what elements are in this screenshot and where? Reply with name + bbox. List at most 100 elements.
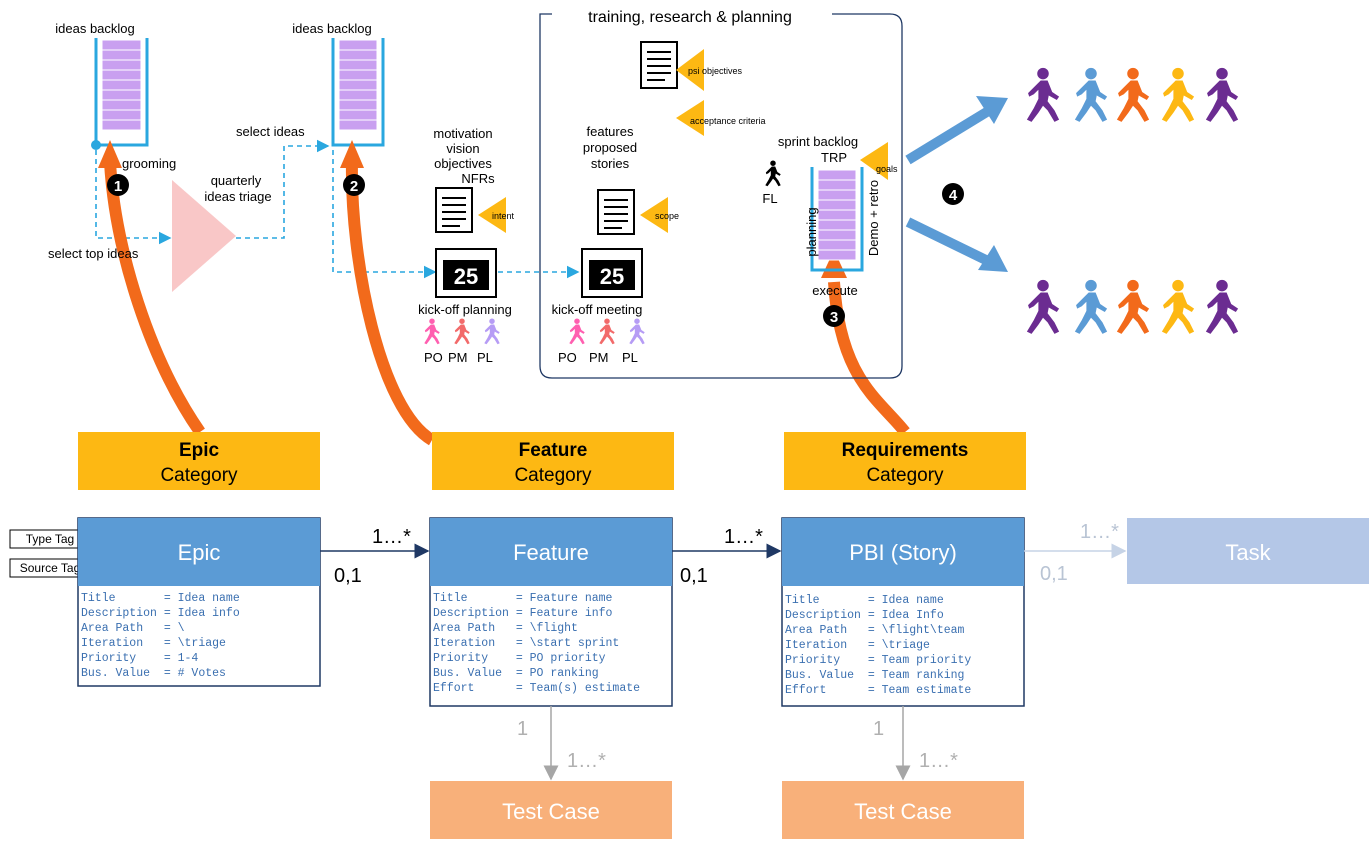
epic-category-sub: Category [160, 465, 238, 486]
feature-pbi-many: 1…* [724, 526, 763, 548]
feature-field: Description = Feature info [433, 607, 613, 620]
calendar-icon: 25 [581, 248, 643, 298]
feature-field: Priority = PO priority [433, 652, 606, 665]
pbi-field: Title = Idea name [785, 594, 944, 607]
po-label-1: PO [424, 350, 443, 365]
goals-flag [860, 142, 888, 180]
backlog-1-label: ideas backlog [55, 21, 135, 36]
pl-label-2: PL [622, 350, 638, 365]
step-markers: 1 2 3 4 [107, 174, 964, 327]
quarterly-label: quarterly [211, 173, 262, 188]
pbi-field: Iteration = \triage [785, 639, 930, 652]
ideas-triage-label: ideas triage [204, 189, 271, 204]
pbi-test-many: 1…* [919, 750, 958, 772]
feature-category-title: Feature [519, 440, 588, 461]
ideas-backlog-2: ideas backlog [292, 21, 385, 147]
feature-field: Effort = Team(s) estimate [433, 682, 640, 695]
kickoff-planning-label: kick-off planning [418, 302, 512, 317]
nfrs-label: NFRs [461, 171, 495, 186]
acceptance-flag [676, 100, 704, 136]
feature-test-one: 1 [517, 718, 528, 740]
epic-field: Priority = 1-4 [81, 652, 198, 665]
epic-feature-one: 0,1 [334, 565, 362, 587]
scope-label: scope [655, 211, 679, 221]
step-4: 4 [949, 187, 958, 204]
dashed-flows [95, 139, 580, 279]
stories-label: stories [591, 156, 630, 171]
document-icon [640, 41, 678, 89]
requirements-category: Requirements Category [784, 432, 1026, 490]
trp-label: TRP [821, 150, 847, 165]
select-ideas-label: select ideas [236, 124, 305, 139]
demo-retro-label: Demo + retro [866, 180, 881, 256]
pbi-task-one: 0,1 [1040, 563, 1068, 585]
sprint-backlog [810, 167, 864, 272]
psi-objectives-label: psi objectives [688, 66, 743, 76]
epic-category: Epic Category [78, 432, 320, 490]
training-title: training, research & planning [588, 9, 792, 26]
requirements-category-sub: Category [866, 465, 944, 486]
backlog-2-label: ideas backlog [292, 21, 372, 36]
feature-field: Title = Feature name [433, 592, 613, 605]
fl-label: FL [762, 191, 777, 206]
runner-icon [765, 160, 781, 187]
psi-flag [676, 49, 704, 91]
epic-field: Bus. Value = # Votes [81, 667, 226, 680]
type-tag: Type Tag [9, 529, 92, 549]
pbi-title: PBI (Story) [849, 540, 957, 565]
epic-category-title: Epic [179, 440, 220, 461]
select-top-ideas-label: select top ideas [48, 246, 139, 261]
epic-field: Area Path = \ [81, 622, 185, 635]
document-icon [435, 187, 473, 233]
epic-title: Epic [178, 540, 221, 565]
triage-triangle [172, 180, 236, 292]
epic-feature-many: 1…* [372, 526, 411, 548]
step-1: 1 [114, 178, 122, 195]
feature-category: Feature Category [432, 432, 674, 490]
type-tag-label: Type Tag [26, 532, 74, 546]
grooming-label: grooming [122, 156, 176, 171]
pbi-test-one: 1 [873, 718, 884, 740]
source-tag: Source Tag [9, 558, 92, 578]
motivation-label: motivation [433, 126, 492, 141]
feature-entity: Feature Title = Feature name Description… [429, 517, 673, 707]
team-icons-top [1026, 67, 1239, 122]
kickoff-meeting-label: kick-off meeting [552, 302, 643, 317]
objectives-label: objectives [434, 156, 492, 171]
pbi-field: Priority = Team priority [785, 654, 971, 667]
epic-field: Title = Idea name [81, 592, 240, 605]
test-case-1: Test Case [430, 781, 672, 839]
task-entity: Task [1127, 518, 1369, 584]
test-case-2: Test Case [782, 781, 1024, 839]
pbi-field: Effort = Team estimate [785, 684, 971, 697]
document-icon [597, 189, 635, 235]
po-label-2: PO [558, 350, 577, 365]
team-icons-bottom [1026, 279, 1239, 334]
feature-pbi-one: 0,1 [680, 565, 708, 587]
sprint-backlog-label: sprint backlog [778, 134, 858, 149]
pm-label-1: PM [448, 350, 468, 365]
pbi-field: Area Path = \flight\team [785, 624, 965, 637]
step-3: 3 [830, 309, 838, 326]
epic-field: Iteration = \triage [81, 637, 226, 650]
feature-category-sub: Category [514, 465, 592, 486]
feature-field: Iteration = \start sprint [433, 637, 619, 650]
test-case-2-title: Test Case [854, 799, 952, 824]
pbi-field: Description = Idea Info [785, 609, 944, 622]
feature-field: Area Path = \flight [433, 622, 578, 635]
step-2: 2 [350, 178, 358, 195]
calendar-2-day: 25 [600, 264, 624, 289]
feature-test-many: 1…* [567, 750, 606, 772]
acceptance-criteria-label: acceptance criteria [690, 116, 766, 126]
source-tag-label: Source Tag [20, 561, 81, 575]
goals-label: goals [876, 164, 898, 174]
task-title: Task [1225, 540, 1271, 565]
intent-flag [478, 197, 506, 233]
features-label: features [587, 124, 634, 139]
pl-label-1: PL [477, 350, 493, 365]
intent-label: intent [492, 211, 515, 221]
vision-label: vision [446, 141, 479, 156]
epic-field: Description = Idea info [81, 607, 240, 620]
